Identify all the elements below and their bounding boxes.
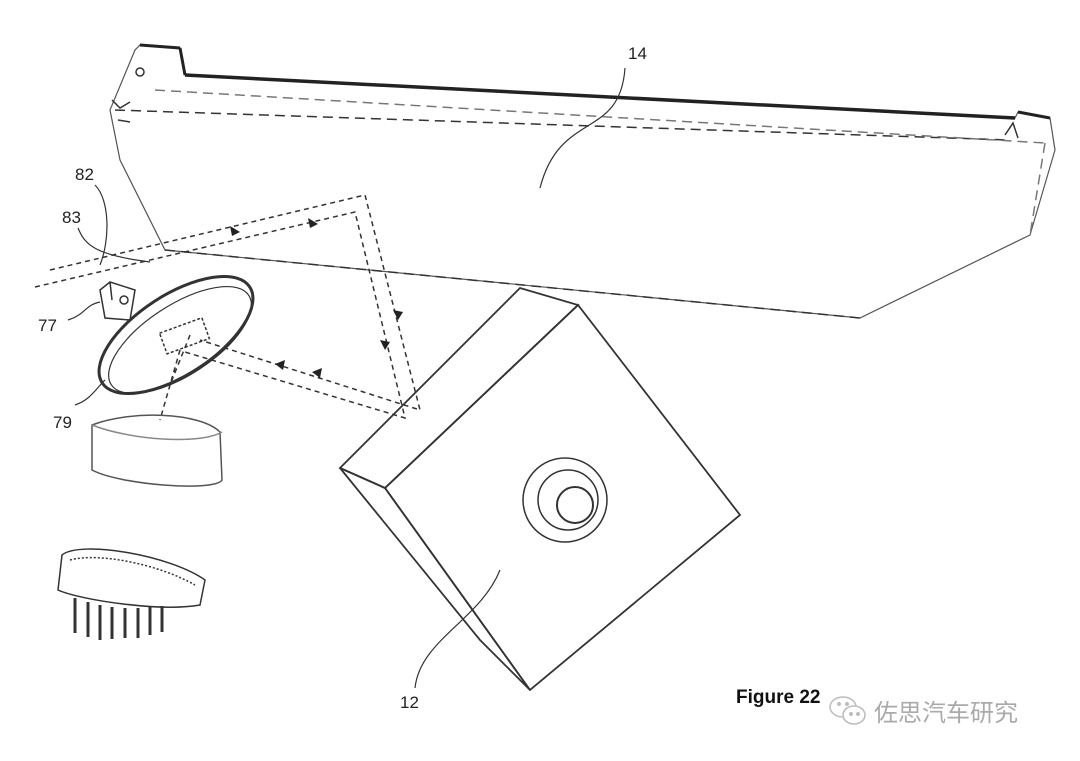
bracket-14 <box>109 43 1056 319</box>
leader-77 <box>67 301 101 321</box>
label-77: 77 <box>38 316 57 335</box>
ring-79 <box>97 274 255 396</box>
label-12: 12 <box>400 693 419 712</box>
label-14: 14 <box>628 44 647 63</box>
connector <box>57 548 206 640</box>
watermark-text: 佐思汽车研究 <box>874 699 1018 727</box>
lens <box>91 414 223 487</box>
arrow-heads <box>230 218 403 378</box>
leader-82 <box>94 184 108 266</box>
housing-12 <box>338 286 742 692</box>
wechat-icon <box>829 695 866 725</box>
watermark: 佐思汽车研究 <box>828 693 1018 728</box>
leader-12 <box>414 569 501 689</box>
leader-14 <box>539 67 626 189</box>
label-83: 83 <box>62 208 81 227</box>
leader-79 <box>74 379 106 406</box>
figure-title: Figure 22 <box>736 687 821 708</box>
beam-paths <box>34 194 422 421</box>
part-77 <box>99 281 136 321</box>
label-79: 79 <box>53 413 72 432</box>
leader-83 <box>77 227 151 263</box>
label-82: 82 <box>75 165 94 184</box>
